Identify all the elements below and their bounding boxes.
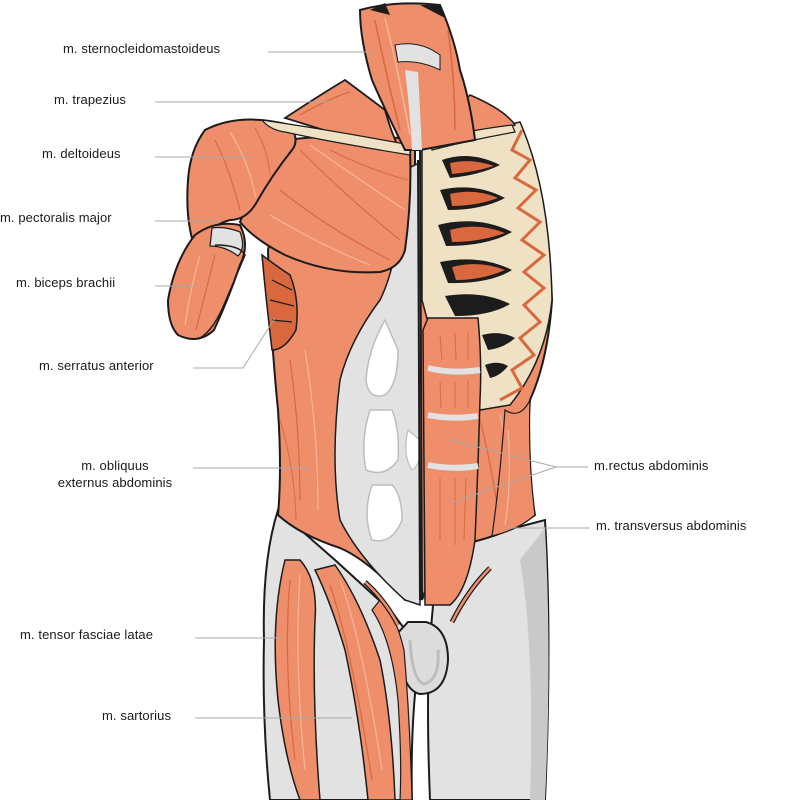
leader-rectus-2 [449, 466, 557, 504]
rectus-abdominis-muscle [422, 317, 482, 606]
serratus-anterior-muscle [261, 253, 298, 351]
abdominal-aponeurosis [334, 158, 426, 607]
label-rectus-abdominis: m.rectus abdominis [594, 458, 709, 473]
transversus-abdominis-muscle [491, 399, 536, 537]
label-trapezius: m. trapezius [54, 92, 127, 107]
pectoralis-major-muscle [238, 136, 412, 274]
label-serratus-anterior: m. serratus anterior [39, 358, 154, 373]
inguinal-ligaments [363, 566, 492, 627]
leader-lines [155, 51, 590, 719]
label-tensor-fasciae-latae: m. tensor fasciae latae [20, 627, 154, 642]
label-biceps-brachii: m. biceps brachii [16, 275, 116, 290]
tensor-fasciae-latae-muscle [274, 559, 321, 800]
upper-arm [166, 222, 246, 340]
ribcage [421, 121, 553, 411]
biceps-brachii-muscle [199, 244, 246, 339]
sartorius-muscle [313, 564, 396, 800]
label-transversus-abdominis: m. transversus abdominis [596, 518, 747, 533]
adductor-muscles [371, 599, 413, 800]
label-sartorius: m. sartorius [102, 708, 172, 723]
label-obliquus-line2: externus abdominis [57, 475, 173, 490]
label-obliquus-line1: m. obliquus [81, 458, 149, 473]
label-pectoralis-major: m. pectoralis major [0, 210, 112, 225]
leader-serratus [193, 317, 276, 369]
neck [358, 2, 477, 151]
label-sternocleidomastoideus: m. sternocleidomastoideus [63, 41, 221, 56]
label-deltoideus: m. deltoideus [42, 146, 121, 161]
label-obliquus-externus: m. obliquus externus abdominis [40, 457, 190, 491]
genital-region [394, 621, 450, 696]
